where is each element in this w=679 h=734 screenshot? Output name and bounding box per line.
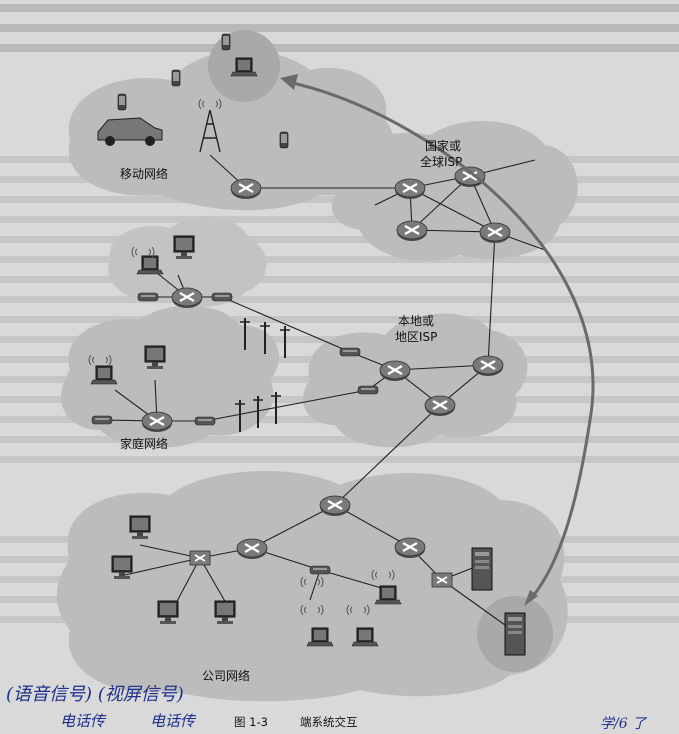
home-network-cloud <box>61 305 279 448</box>
router-isp-c <box>395 219 429 243</box>
router-local-b <box>471 354 505 378</box>
server-icon <box>504 612 526 656</box>
upper-home-cloud <box>108 217 267 307</box>
router-isp-d <box>478 221 512 245</box>
router-enterprise-c <box>393 536 427 560</box>
communication-arrow <box>280 74 595 606</box>
figure-number: 图 1-3 <box>234 715 268 729</box>
switch-enterprise-a <box>189 550 211 566</box>
switch-enterprise-b <box>431 572 453 588</box>
router-local-c <box>423 394 457 418</box>
handwritten-note-phone-b: 电话传 <box>150 712 197 730</box>
router-home <box>140 410 174 434</box>
router-mobile <box>229 177 263 201</box>
enterprise-network-cloud <box>56 471 568 702</box>
mobile-network-label: 移动网络 <box>120 166 168 181</box>
mobile-network-cloud <box>68 50 394 211</box>
router-local-a <box>378 359 412 383</box>
phone-icon <box>171 69 181 87</box>
car-icon <box>97 117 163 146</box>
phone-icon <box>117 93 127 111</box>
local-isp-cloud <box>303 313 528 448</box>
figure-title: 端系统交互 <box>300 715 358 729</box>
router-home-upper <box>170 286 204 310</box>
cell-tower-icon <box>198 98 222 153</box>
clouds <box>56 30 578 702</box>
router-enterprise-a <box>318 494 352 518</box>
router-enterprise-b <box>235 537 269 561</box>
end-hosts <box>88 33 526 656</box>
phone-icon <box>279 131 289 149</box>
router-isp-a <box>393 177 427 201</box>
national-isp-label-line2: 全球ISP <box>420 154 462 169</box>
handwritten-note-corner: 学/6 了 <box>600 716 648 732</box>
local-isp-label-line2: 地区ISP <box>395 330 437 344</box>
enterprise-network-label: 公司网络 <box>202 668 250 683</box>
handwritten-note-signals: (语音信号) (视屏信号) <box>6 684 184 705</box>
phone-icon <box>221 33 231 51</box>
handwritten-note-phone-a: 电话传 <box>60 712 107 730</box>
national-isp-label-line1: 国家或 <box>425 138 461 153</box>
national-isp-cloud <box>331 121 578 261</box>
home-network-label: 家庭网络 <box>120 436 168 451</box>
local-isp-label-line1: 本地或 <box>398 314 434 328</box>
server-icon <box>471 547 493 591</box>
